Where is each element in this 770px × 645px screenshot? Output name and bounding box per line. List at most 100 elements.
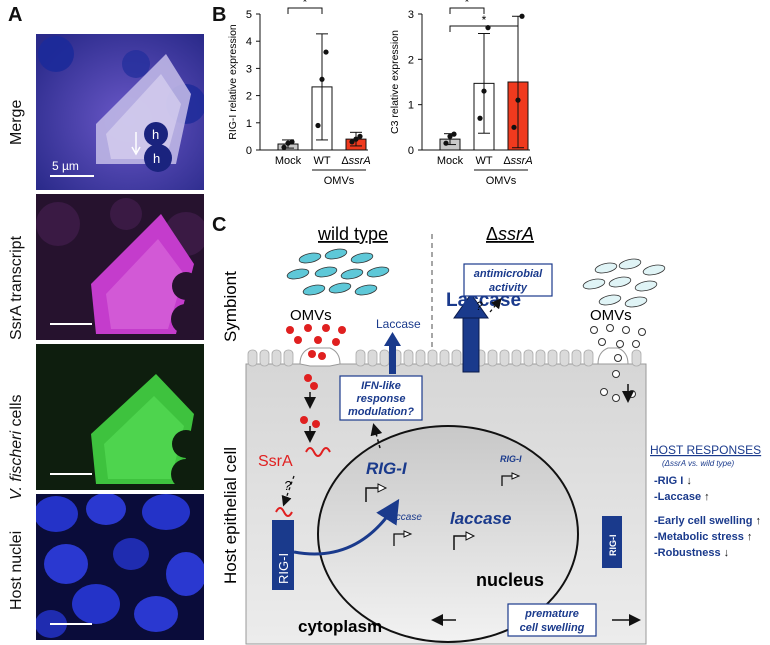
host-responses-subtitle: (ΔssrA vs. wild type) [662, 459, 735, 468]
rig-i-category-label: WT [313, 155, 330, 167]
rig-i-data-point [319, 76, 325, 82]
c3-data-point [443, 140, 449, 146]
rig-i-sig-bracket [287, 7, 323, 14]
micrograph-merge: h h 5 µm [36, 34, 204, 190]
host-response-text: -RIG I [654, 475, 683, 487]
omv-hollow [614, 354, 622, 362]
rig-i-category-italic: ssrA [349, 155, 371, 167]
microvillus [271, 349, 282, 367]
omv-hollow [628, 390, 636, 398]
antimicrobial-line-2: activity [489, 282, 528, 294]
label-ssra-transcript: SsrA transcript [8, 235, 25, 340]
c3-sig-bracket [449, 25, 519, 32]
ifn-line-3: modulation? [348, 406, 414, 418]
c3-ytick-label: 2 [408, 54, 414, 66]
host-response-arrow: ↑ [744, 531, 753, 543]
c3-data-point [515, 97, 521, 103]
microvillus [631, 349, 642, 367]
microvillus [403, 349, 414, 367]
microvillus [487, 349, 498, 367]
bacterium-wt [298, 252, 322, 264]
c3-data-point [511, 124, 517, 130]
omv-red [332, 338, 340, 346]
cytoplasm-label: cytoplasm [298, 617, 382, 636]
omvs-label-wt: OMVs [290, 307, 332, 324]
label-vfischeri-cells: V. fischeri cells [8, 394, 26, 500]
label-vfischeri-rest: cells [8, 394, 25, 431]
c3-ytick-label: 3 [408, 9, 414, 21]
label-vfischeri-italic: V. fischeri [8, 430, 25, 500]
bacterium-wt [350, 252, 374, 264]
omv-hollow [616, 340, 624, 348]
microvillus [583, 349, 594, 367]
microvillus [367, 349, 378, 367]
omv-red [294, 336, 302, 344]
panel-a-letter: A [8, 4, 23, 26]
rig-i-group-label: OMVs [324, 175, 355, 187]
host-response-arrow: ↑ [701, 491, 710, 503]
omv-red [318, 352, 326, 360]
micrograph-vfischeri [36, 344, 204, 490]
title-wild-type: wild type [317, 224, 388, 244]
host-response-arrow: ↓ [683, 475, 692, 487]
omv-hollow [606, 324, 614, 332]
rig-i-ytick-label: 2 [246, 91, 252, 103]
bacterium-wt [328, 282, 352, 294]
premature-line-1: premature [524, 608, 579, 620]
omv-red [304, 324, 312, 332]
title-delta-ssra: ΔssrA [486, 224, 534, 244]
bacterium-wt [324, 248, 348, 260]
microvillus [427, 349, 438, 367]
omv-red [308, 350, 316, 358]
panel-b-letter: B [212, 4, 227, 26]
microvillus [439, 349, 450, 367]
rig-i-data-point [315, 122, 321, 129]
micrograph-host-nuclei [36, 494, 204, 640]
c3-data-point [477, 115, 483, 121]
host-response-text: -Metabolic stress [654, 531, 744, 543]
omv-red [286, 326, 294, 334]
bacterium-mut [618, 258, 642, 270]
rig-i-data-point [323, 49, 329, 55]
c3-category-label: WT [475, 155, 492, 167]
host-response-arrow: ↓ [721, 547, 730, 559]
host-response-text: -Robustness [654, 547, 721, 559]
host-response-item: -Metabolic stress ↑ [654, 531, 752, 543]
label-symbiont: Symbiont [221, 271, 240, 342]
c3-group-label: OMVs [486, 175, 517, 187]
omv-hollow [600, 388, 608, 396]
question-mark-antimicrobial: ? [476, 299, 483, 313]
bacterium-wt [302, 284, 326, 296]
c3-data-point [447, 133, 453, 139]
host-response-arrow: ↑ [752, 515, 761, 527]
omv-red [300, 416, 308, 424]
rig-i-data-point [289, 139, 295, 145]
rig-i-gene-wt: RIG-I [366, 459, 408, 478]
omv-red [322, 324, 330, 332]
rig-i-ytick-label: 3 [246, 63, 252, 75]
micrograph-ssra [36, 194, 204, 340]
c3-ylabel: C3 relative expression [389, 30, 401, 134]
rig-i-data-point [349, 139, 355, 145]
omv-red [312, 420, 320, 428]
host-response-text: -Early cell swelling [654, 515, 752, 527]
question-mark-ssra: ? [284, 478, 292, 493]
label-merge: Merge [8, 99, 25, 145]
rig-i-protein-wt: RIG-I [276, 553, 291, 584]
omv-hollow [632, 340, 640, 348]
microvillus [355, 349, 366, 367]
rig-i-category-prefix: Δ [341, 155, 349, 167]
panel-c-letter: C [212, 214, 227, 236]
rig-i-gene-mut: RIG-I [500, 454, 522, 464]
bacterium-wt [340, 268, 364, 280]
host-response-item: -Laccase ↑ [654, 491, 710, 503]
rig-i-sig-star: * [303, 0, 308, 9]
omv-red [338, 326, 346, 334]
rig-i-data-point [281, 144, 287, 150]
omv-hollow [622, 326, 630, 334]
c3-category-label: ΔssrA [503, 155, 532, 167]
c3-sig-star: * [482, 13, 487, 27]
bacterium-wt [354, 284, 378, 296]
